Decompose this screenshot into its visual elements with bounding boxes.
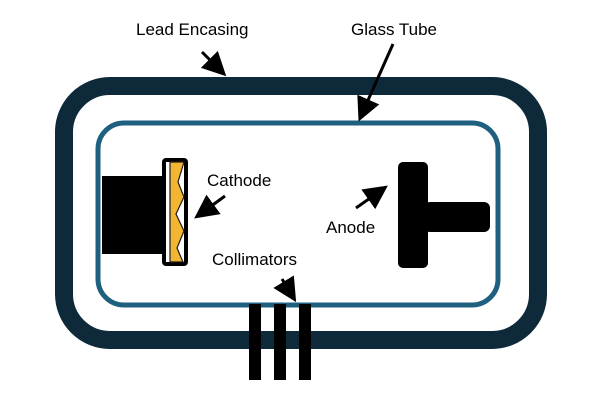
anode-target-shape (398, 162, 428, 268)
lead-encasing-label: Lead Encasing (136, 20, 248, 39)
glass-tube-label: Glass Tube (351, 20, 437, 39)
collimator-bar-1 (249, 304, 261, 380)
anode-stem-shape (424, 202, 490, 232)
collimator-bar-3 (299, 304, 311, 380)
lead-encasing-arrow (200, 50, 227, 77)
cathode-label: Cathode (207, 171, 271, 190)
collimators-arrow (273, 275, 297, 303)
cathode-arrow (194, 194, 226, 219)
cathode-filament-shape (169, 161, 185, 263)
anode-arrow (355, 185, 388, 210)
glass-tube-arrow (357, 43, 395, 122)
anode-label: Anode (326, 218, 375, 237)
glass-tube-shape (95, 120, 501, 308)
collimator-bar-2 (274, 304, 286, 380)
cathode-body-shape (102, 176, 168, 254)
collimators-label: Collimators (212, 250, 297, 269)
